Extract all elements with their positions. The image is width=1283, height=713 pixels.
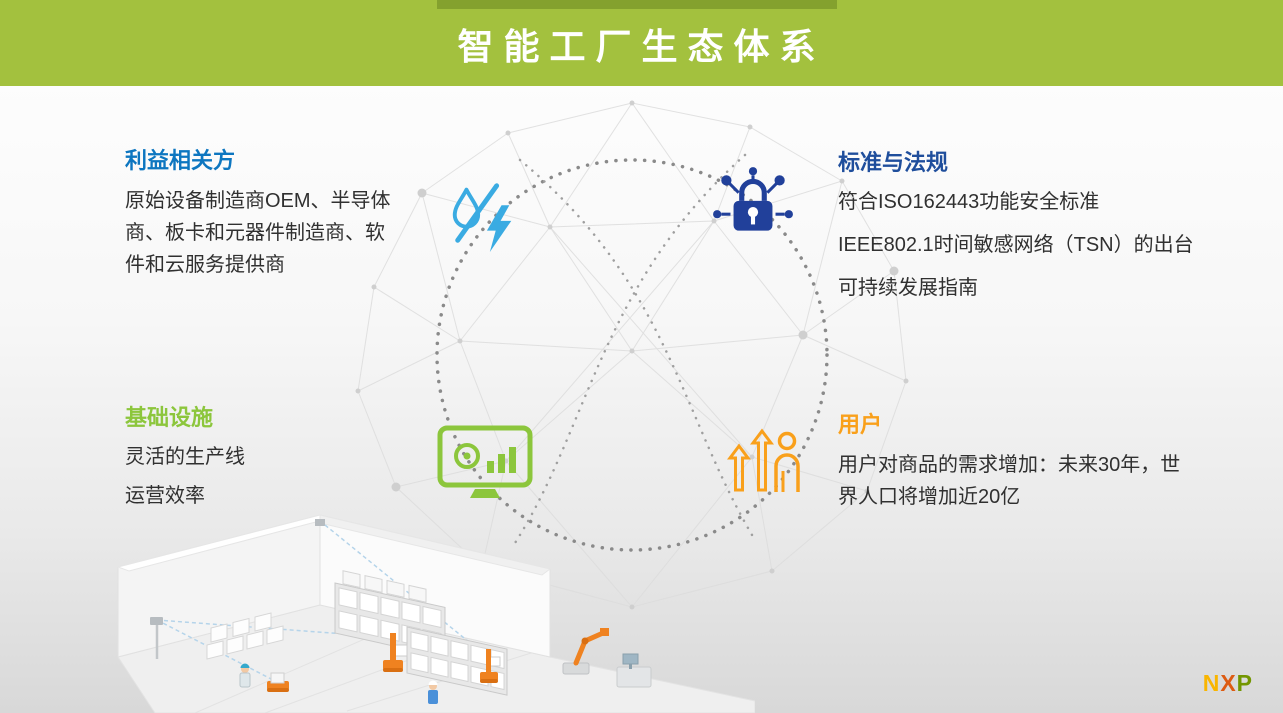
user-growth-icon: [727, 428, 800, 492]
header-tab: [437, 0, 837, 9]
quadrant-stakeholders: 利益相关方 原始设备制造商OEM、半导体商、板卡和元器件制造商、软件和云服务提供…: [125, 148, 403, 281]
control-console: [616, 653, 652, 688]
stakeholders-heading: 利益相关方: [125, 148, 236, 173]
standards-line: IEEE802.1时间敏感网络（TSN）的出台: [838, 234, 1194, 257]
robot-arm: [562, 628, 609, 675]
agv-robot: [267, 672, 289, 692]
stakeholders-body: 原始设备制造商OEM、半导体商、板卡和元器件制造商、软件和云服务提供商: [125, 190, 391, 276]
security-lock-icon: [713, 167, 793, 231]
lift-robot: [480, 649, 501, 683]
quadrant-infrastructure: 基础设施 灵活的生产线 运营效率: [125, 405, 425, 521]
users-body: 用户对商品的需求增加：未来30年，世界人口将增加近20亿: [838, 454, 1181, 508]
mesh-lines: [357, 102, 907, 608]
water-drop-lightning-icon: [452, 183, 512, 253]
page-title: 智能工厂生态体系: [457, 26, 826, 67]
standards-line: 符合ISO162443功能安全标准: [838, 191, 1100, 214]
standards-heading: 标准与法规: [838, 150, 949, 175]
ceiling-camera: [315, 519, 325, 526]
quadrant-standards: 标准与法规 符合ISO162443功能安全标准 IEEE802.1时间敏感网络（…: [838, 150, 1258, 317]
nxp-logo-letter-n: N: [1202, 670, 1221, 696]
users-heading: 用户: [838, 412, 883, 437]
worker: [428, 680, 438, 704]
dotted-circle: [435, 158, 829, 552]
pallet-stack: [206, 612, 284, 660]
infrastructure-line: 运营效率: [125, 485, 205, 508]
standards-line: 可持续发展指南: [838, 277, 978, 300]
factory-illustration: [116, 514, 755, 713]
infrastructure-heading: 基础设施: [125, 405, 214, 430]
nxp-logo-letter-x: X: [1220, 670, 1237, 696]
header-bar: 智能工厂生态体系: [0, 0, 1283, 86]
camera-pole: [150, 617, 163, 659]
monitor-chart-icon: [437, 425, 533, 498]
worker: [239, 663, 251, 688]
infrastructure-line: 灵活的生产线: [125, 446, 245, 469]
quadrant-users: 用户 用户对商品的需求增加：未来30年，世界人口将增加近20亿: [838, 412, 1194, 514]
nxp-logo: NXP: [1203, 670, 1253, 697]
lift-robot: [383, 633, 408, 672]
nxp-logo-letter-p: P: [1236, 670, 1253, 696]
